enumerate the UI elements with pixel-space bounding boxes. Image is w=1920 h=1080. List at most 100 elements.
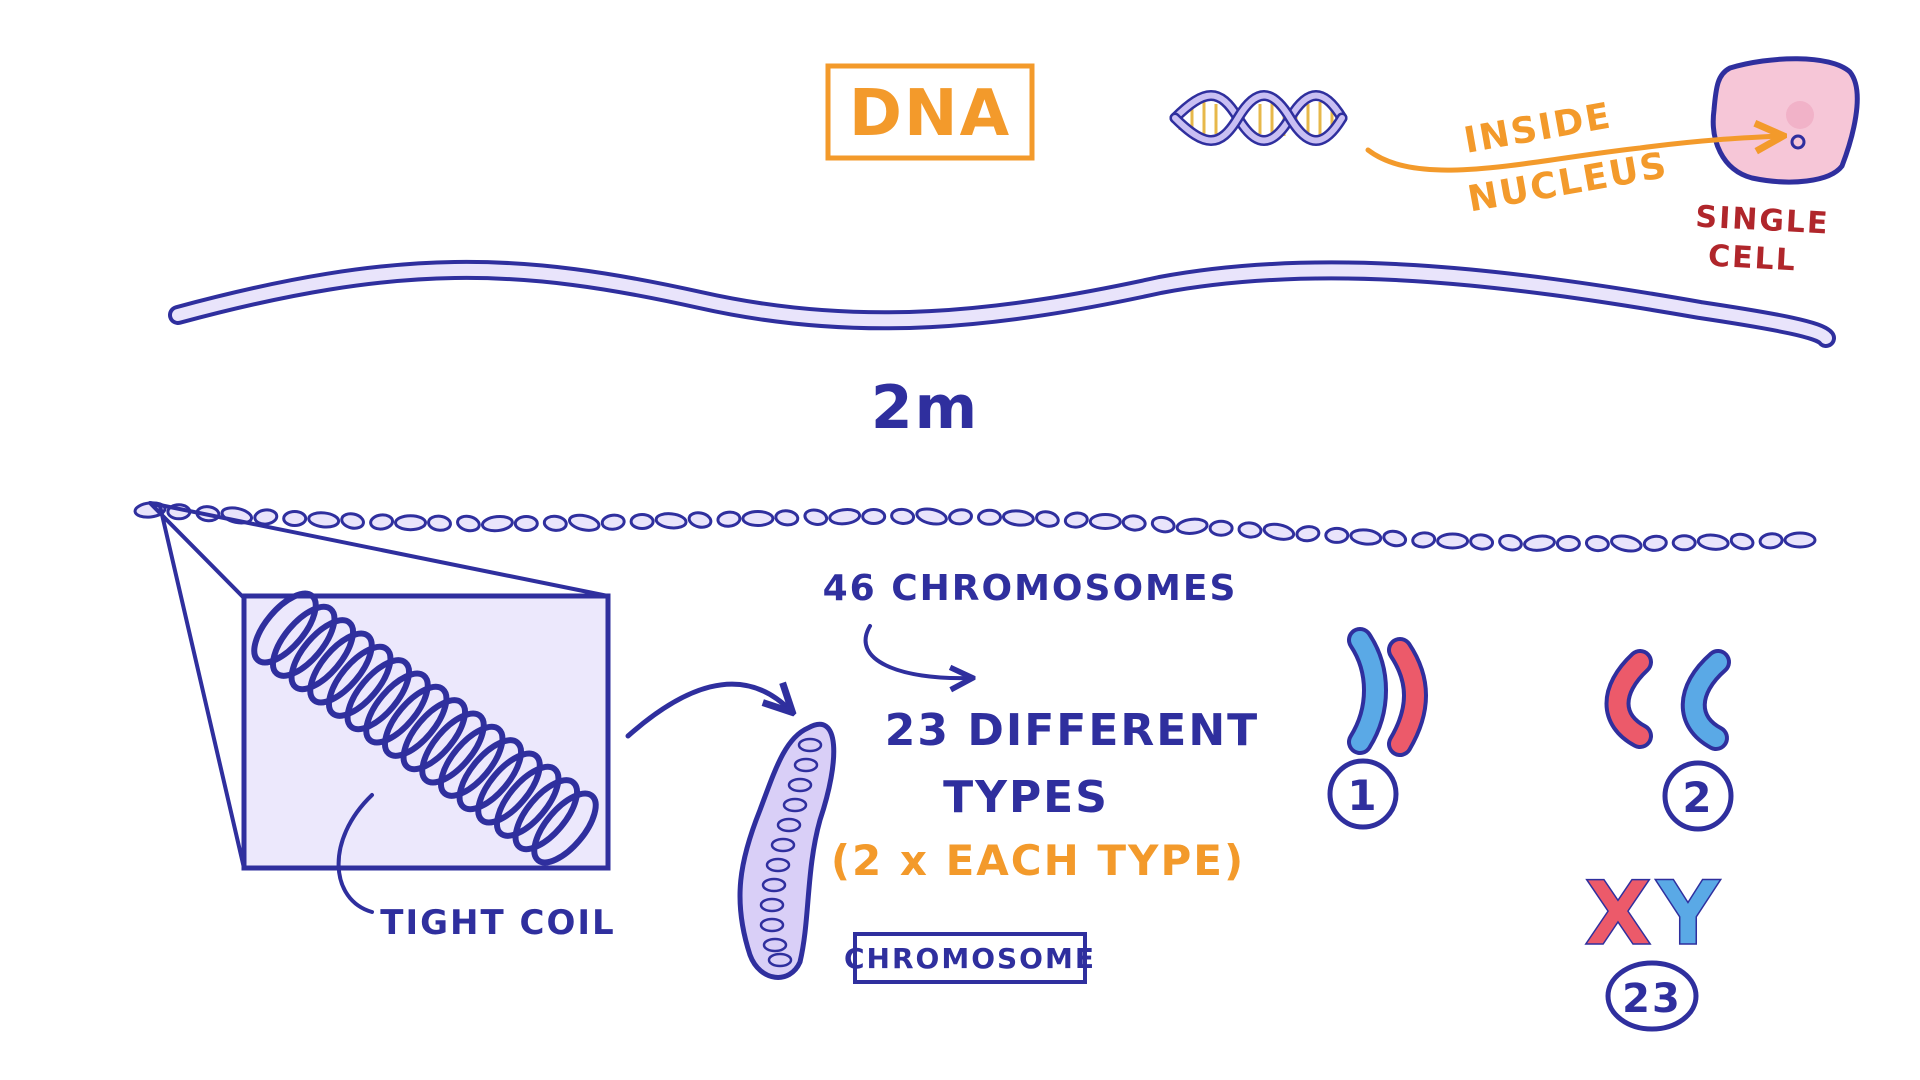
chain-bead	[1642, 534, 1668, 552]
single-label: SINGLE	[1695, 200, 1831, 242]
chain-bead	[1001, 509, 1035, 527]
chromosome-coil-loop	[793, 757, 819, 773]
chain-bead	[716, 510, 742, 528]
chromosome-pair-1: 1	[1327, 627, 1428, 830]
chromosome-coil-loop	[759, 917, 785, 933]
chromosome-count-label: 46 CHROMOSOMES	[823, 568, 1238, 609]
dna-strand	[168, 259, 1836, 348]
chromosome-coil-loop	[787, 777, 813, 793]
coil-loop	[494, 763, 562, 839]
length-label: 2m	[871, 373, 979, 443]
chain-bead	[1237, 521, 1263, 539]
chain-bead	[687, 511, 713, 529]
coil-loop	[419, 710, 487, 786]
chromosome-coil-loop	[762, 937, 788, 953]
title-text: DNA	[849, 77, 1011, 151]
chain-bead	[629, 513, 655, 530]
chain-bead	[1349, 528, 1383, 546]
chromosome-pair-2: 2	[1604, 649, 1734, 832]
chain-bead	[1088, 513, 1122, 530]
count-to-types-arrow	[863, 624, 970, 678]
chain-bead	[340, 512, 365, 530]
coil-loop	[288, 617, 356, 693]
chromosome-label: CHROMOSOME	[844, 942, 1096, 975]
coil-loop	[512, 777, 580, 853]
coil-loop	[344, 657, 412, 733]
chromosome-pair-23: X Y 23	[1583, 861, 1722, 1032]
title-box	[825, 63, 1035, 161]
single-cell-icon	[1710, 56, 1860, 185]
chain-bead	[774, 509, 800, 527]
chromosome-coil-loop	[770, 837, 796, 853]
chain-bead	[1208, 519, 1234, 537]
coil-loop	[456, 737, 524, 813]
chain-bead	[1758, 532, 1784, 550]
chromosome-coil-loop	[759, 897, 785, 913]
coil-loop	[363, 670, 431, 746]
chain-bead	[915, 507, 948, 526]
tight-coil-pointer	[336, 793, 374, 914]
chromosome-coil-loop	[782, 797, 808, 813]
chromosome-coil-loop	[797, 737, 823, 753]
chain-bead	[513, 515, 539, 532]
chain-bead	[1063, 511, 1089, 529]
chain-bead	[307, 511, 341, 529]
dna-helix-icon	[1169, 90, 1348, 146]
pair-1-number-circle	[1327, 758, 1399, 830]
coil-to-chromosome-arrow	[625, 684, 790, 739]
pair-1-number: 1	[1347, 771, 1378, 820]
tight-coil-label: TIGHT COIL	[380, 903, 615, 943]
nucleus-dot-icon	[1790, 134, 1806, 150]
pair-23-number-circle	[1605, 960, 1699, 1032]
magnified-view	[148, 501, 611, 871]
chain-bead	[1035, 510, 1060, 528]
inside-nucleus-arrow	[1365, 136, 1780, 173]
chain-bead	[456, 514, 481, 533]
chain-bead	[1671, 534, 1697, 552]
chain-bead	[861, 508, 887, 525]
coil-loop	[475, 750, 543, 826]
chain-bead	[948, 508, 973, 526]
chain-bead	[890, 507, 916, 525]
pair-23-number: 23	[1622, 976, 1682, 1022]
chain-bead	[654, 512, 688, 530]
chain-bead	[1295, 525, 1321, 543]
chain-bead	[1436, 532, 1470, 550]
chromosome-chain	[133, 501, 1817, 553]
each-type-label: (2 x EACH TYPE)	[831, 836, 1245, 885]
chain-bead	[1382, 529, 1408, 548]
chain-bead	[977, 508, 1002, 526]
different-types-label-1: 23 DIFFERENT	[885, 705, 1259, 756]
pair-2-number-circle	[1662, 760, 1734, 832]
x-chromosome-label: X	[1584, 862, 1654, 965]
chain-bead	[1324, 526, 1350, 544]
chain-bead	[1729, 532, 1755, 551]
chain-bead	[427, 514, 452, 532]
coil-loop	[326, 643, 394, 719]
y-chromosome-label: Y	[1655, 862, 1722, 965]
coil-loop	[400, 697, 468, 773]
cell-label: CELL	[1707, 239, 1797, 279]
coil-loop	[438, 723, 506, 799]
chain-bead	[542, 514, 568, 532]
chain-bead	[1610, 534, 1643, 553]
chain-bead	[1523, 534, 1556, 552]
chain-bead	[1411, 531, 1437, 549]
coil-loop	[270, 603, 338, 679]
coil-loop	[382, 683, 450, 759]
chain-bead	[253, 508, 279, 526]
chain-bead	[600, 513, 626, 531]
chain-bead	[1555, 535, 1581, 552]
chain-bead	[567, 513, 601, 532]
chain-bead	[803, 508, 829, 526]
chromosome-icon	[737, 721, 837, 980]
chain-bead	[1783, 531, 1817, 549]
chain-bead	[1696, 533, 1730, 551]
chain-bead	[1469, 533, 1495, 551]
chain-bead	[1121, 514, 1147, 532]
tight-coil-icon	[251, 590, 599, 866]
coil-loop	[307, 630, 375, 706]
chain-bead	[1262, 522, 1296, 541]
chain-bead	[828, 508, 862, 526]
